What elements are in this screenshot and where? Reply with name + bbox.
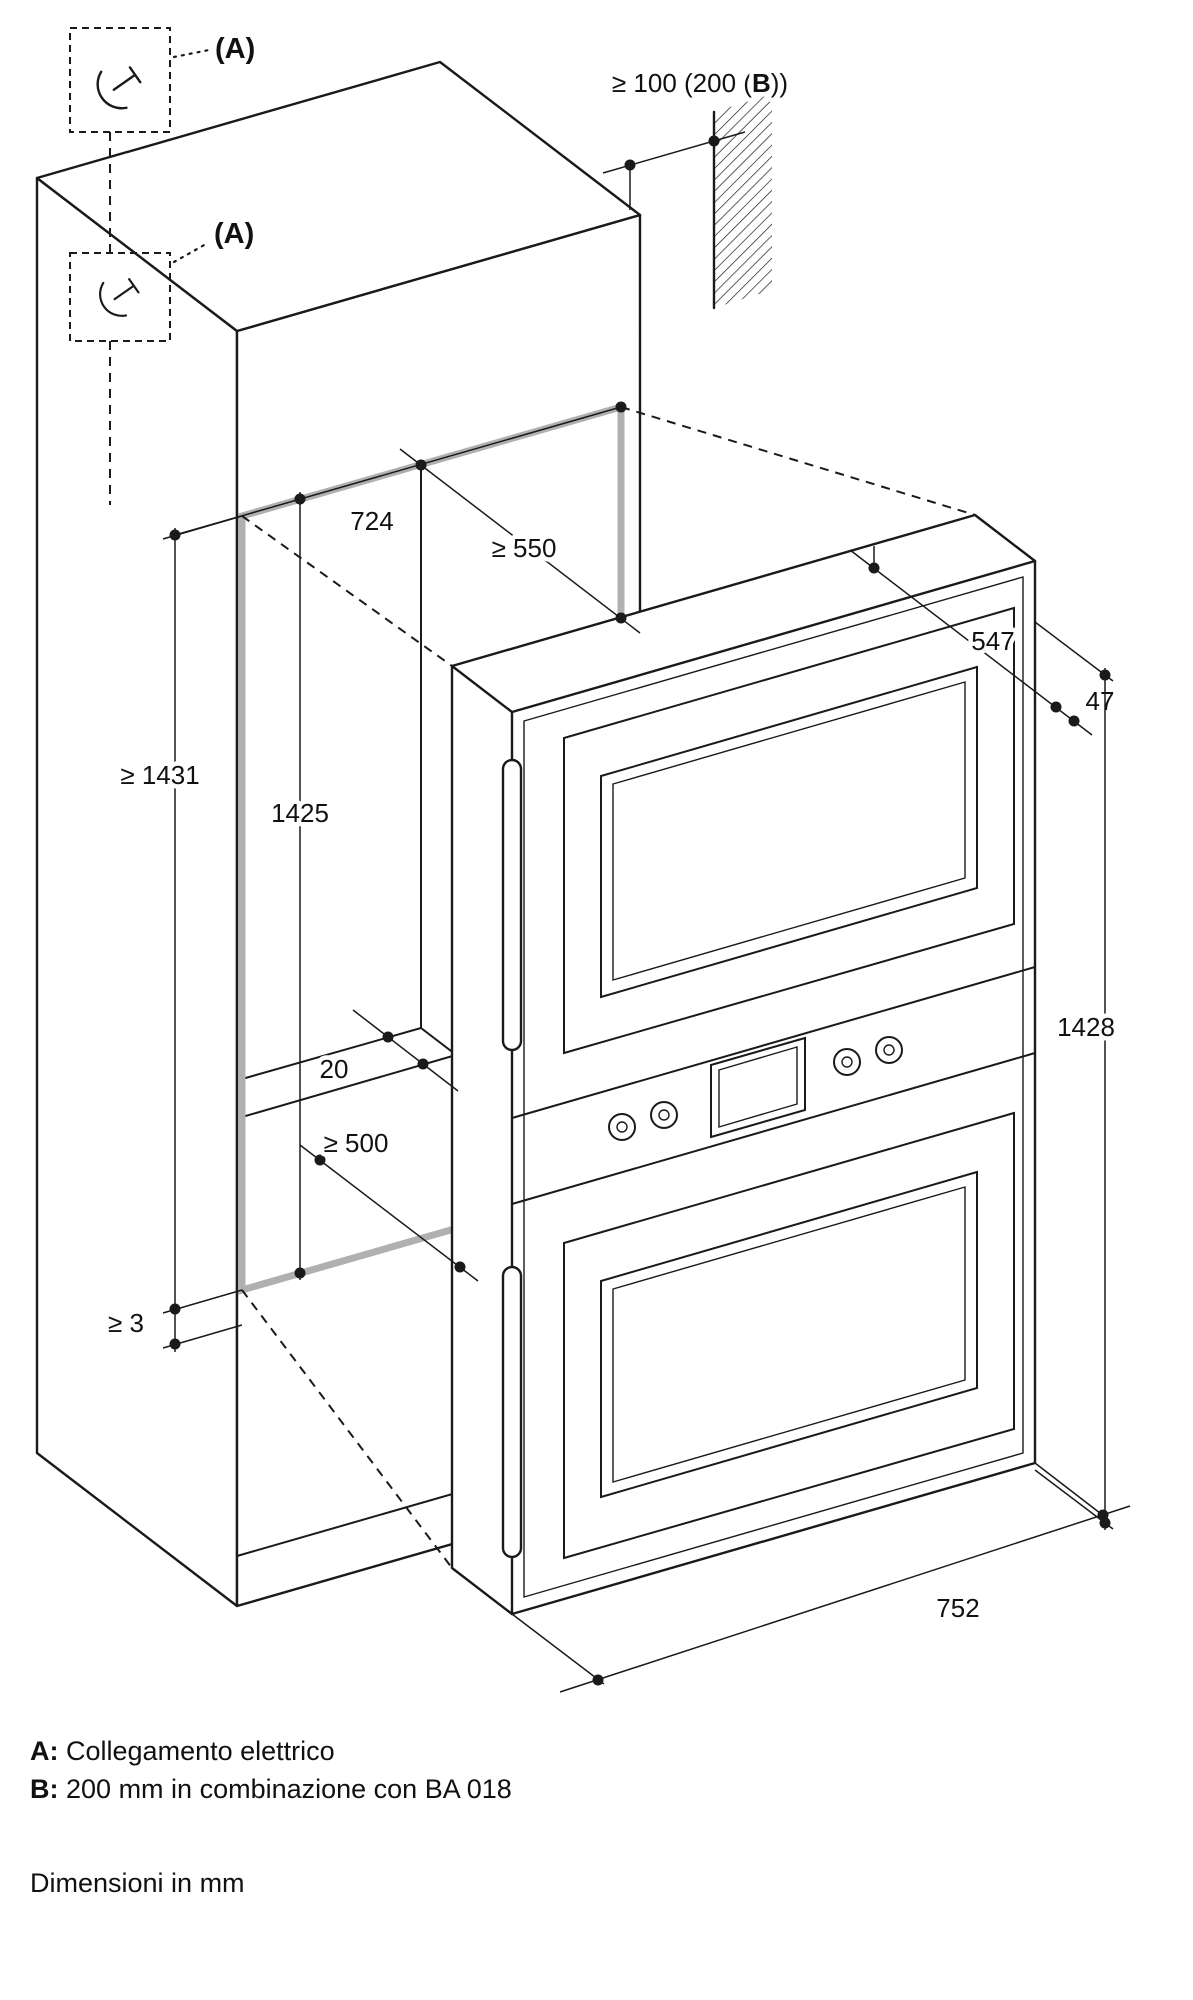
legend-text-b: 200 mm in combinazione con BA 018	[66, 1774, 512, 1804]
connection-label-top: (A)	[215, 33, 255, 65]
appliance-depth-label: 547	[971, 626, 1014, 656]
leader-dotted-top	[172, 48, 211, 59]
legend-key-b: B:	[30, 1774, 59, 1804]
dimension-appliance-width: 752	[511, 1462, 1131, 1693]
socket-icon	[99, 278, 140, 317]
lower-door-glass-inner	[612, 1186, 966, 1483]
support-depth-label: ≥ 500	[324, 1128, 389, 1158]
legend-key-a: A:	[30, 1736, 59, 1766]
connection-box-top	[69, 27, 171, 133]
units-note-text: Dimensioni in mm	[30, 1868, 245, 1898]
lower-door-glass	[600, 1170, 978, 1499]
control-panel-lines	[511, 966, 1036, 1205]
wall-hatch	[714, 94, 772, 308]
control-display	[710, 1036, 806, 1139]
niche-height-label: 1425	[271, 798, 329, 828]
units-note: Dimensioni in mm	[30, 1868, 245, 1899]
niche-depth-label: ≥ 550	[492, 533, 557, 563]
dimension-wall-clearance: ≥ 100 (200 (B))	[602, 64, 793, 210]
lower-door-frame	[563, 1111, 1015, 1560]
knob	[608, 1113, 636, 1141]
dimension-niche-width: 724	[174, 401, 627, 541]
appliance-height-label: 1428	[1057, 1012, 1115, 1042]
dimension-niche-height: 1425	[267, 492, 333, 1280]
niche-width-label: 724	[350, 506, 393, 536]
projection-lines	[241, 406, 976, 1569]
electrical-connection-markers: (A) (A)	[69, 27, 255, 505]
upper-door-handle	[501, 758, 523, 1052]
lower-door-handle	[501, 1265, 523, 1559]
legend-note-b: B: 200 mm in combinazione con BA 018	[30, 1774, 512, 1805]
socket-icon	[96, 66, 142, 110]
dimension-rear-gap: 20	[315, 1009, 459, 1092]
appliance-width-label: 752	[936, 1593, 979, 1623]
bottom-clearance-label: ≥ 3	[108, 1308, 144, 1338]
overall-height-label: ≥ 1431	[120, 760, 199, 790]
cabinet-side-face	[35, 176, 239, 1608]
connection-label-side: (A)	[214, 218, 254, 250]
oven-body	[450, 513, 1037, 1616]
front-frame-label: 47	[1086, 686, 1115, 716]
knob	[833, 1048, 861, 1076]
wall-clearance-label: ≥ 100 (200 (B))	[612, 68, 788, 98]
dimension-appliance-depth: 547 47	[849, 546, 1119, 736]
dimension-appliance-height: 1428	[1034, 621, 1119, 1530]
knob	[875, 1036, 903, 1064]
oven	[450, 513, 1037, 1616]
control-knobs	[608, 1036, 903, 1141]
oven-front-frame	[523, 576, 1024, 1598]
control-display-inner	[718, 1046, 798, 1128]
legend-text-a: Collegamento elettrico	[66, 1736, 335, 1766]
upper-door-glass	[600, 665, 978, 999]
dimension-support-depth: ≥ 500	[299, 1124, 479, 1282]
dimension-niche-depth: ≥ 550	[399, 448, 641, 634]
connection-box-side	[69, 252, 171, 342]
upper-door-frame	[563, 606, 1015, 1055]
side-wall	[712, 94, 772, 310]
upper-door-glass-inner	[612, 681, 966, 981]
leader-dotted-side	[172, 242, 208, 264]
knob	[650, 1101, 678, 1129]
rear-gap-label: 20	[320, 1054, 349, 1084]
legend-note-a: A: Collegamento elettrico	[30, 1736, 335, 1767]
